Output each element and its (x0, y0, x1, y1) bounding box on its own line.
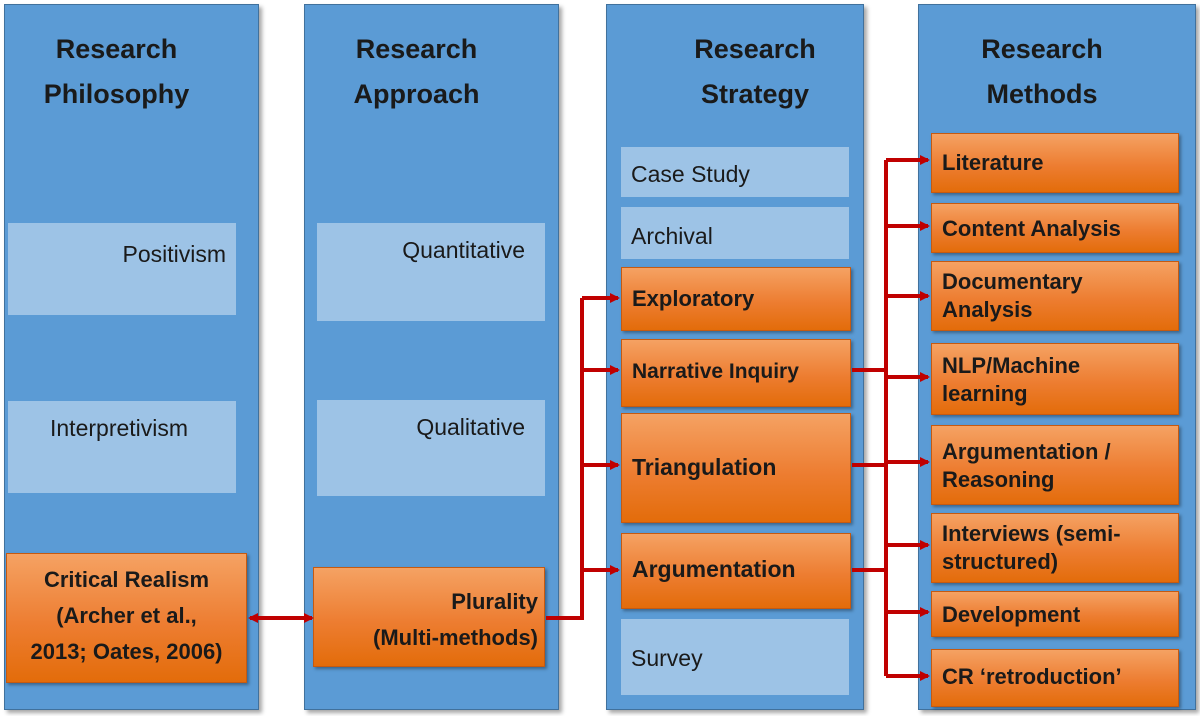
box-label: Survey (631, 645, 703, 671)
box-narrative-inquiry: Narrative Inquiry (621, 339, 851, 407)
method-literature: Literature (931, 133, 1179, 193)
box-label: Positivism (122, 241, 226, 267)
arrow-plurality-bus (546, 298, 584, 620)
column-research-philosophy: Research Philosophy Positivism Interpret… (4, 4, 259, 710)
box-quantitative: Quantitative (317, 223, 545, 321)
box-citation-line-1: (Archer et al., (56, 603, 197, 628)
column-research-methods: Research Methods Literature Content Anal… (918, 4, 1196, 710)
box-label: Case Study (631, 161, 750, 187)
box-argumentation: Argumentation (621, 533, 851, 609)
column-title: Research Methods (981, 34, 1103, 109)
box-citation-line-2: 2013; Oates, 2006) (30, 639, 223, 664)
box-positivism: Positivism (8, 223, 236, 315)
box-plurality: Plurality (Multi-methods) (313, 567, 545, 667)
box-triangulation: Triangulation (621, 413, 851, 523)
column-research-approach: Research Approach Quantitative Qualitati… (304, 4, 559, 710)
box-label: Exploratory (632, 286, 755, 311)
box-label: Argumentation (632, 556, 796, 582)
box-archival: Archival (621, 207, 849, 259)
box-label: Argumentation / Reasoning (942, 439, 1111, 492)
method-documentary-analysis: Documentary Analysis (931, 261, 1179, 331)
method-cr-retroduction: CR ‘retroduction’ (931, 649, 1179, 707)
box-sublabel: (Multi-methods) (373, 625, 538, 650)
box-label: CR ‘retroduction’ (942, 664, 1122, 689)
box-label: Content Analysis (942, 216, 1121, 241)
box-label: NLP/Machine learning (942, 353, 1081, 406)
box-label: Documentary Analysis (942, 269, 1083, 322)
box-label: Development (942, 602, 1081, 627)
box-label: Critical Realism (43, 567, 210, 592)
box-case-study: Case Study (621, 147, 849, 197)
column-title: Research Approach (353, 34, 480, 109)
box-survey: Survey (621, 619, 849, 695)
box-label: Narrative Inquiry (632, 360, 799, 383)
method-interviews: Interviews (semi-structured) (931, 513, 1179, 583)
box-label: Interpretivism (50, 415, 189, 441)
column-title: Research Philosophy (43, 34, 190, 109)
method-development: Development (931, 591, 1179, 637)
box-critical-realism: Critical Realism (Archer et al., 2013; O… (6, 553, 247, 683)
box-interpretivism: Interpretivism (8, 401, 236, 493)
column-title: Research Strategy (694, 34, 816, 109)
box-label: Triangulation (632, 454, 777, 480)
box-label: Qualitative (416, 414, 525, 440)
box-qualitative: Qualitative (317, 400, 545, 496)
method-nlp-machine-learning: NLP/Machine learning (931, 343, 1179, 415)
box-label: Archival (631, 223, 713, 249)
box-label: Literature (942, 150, 1044, 175)
column-research-strategy: Research Strategy Case Study Archival Ex… (606, 4, 864, 710)
box-label: Quantitative (402, 237, 525, 263)
method-argumentation-reasoning: Argumentation / Reasoning (931, 425, 1179, 505)
box-exploratory: Exploratory (621, 267, 851, 331)
box-label: Interviews (semi-structured) (942, 521, 1121, 574)
box-label: Plurality (451, 589, 538, 614)
method-content-analysis: Content Analysis (931, 203, 1179, 253)
